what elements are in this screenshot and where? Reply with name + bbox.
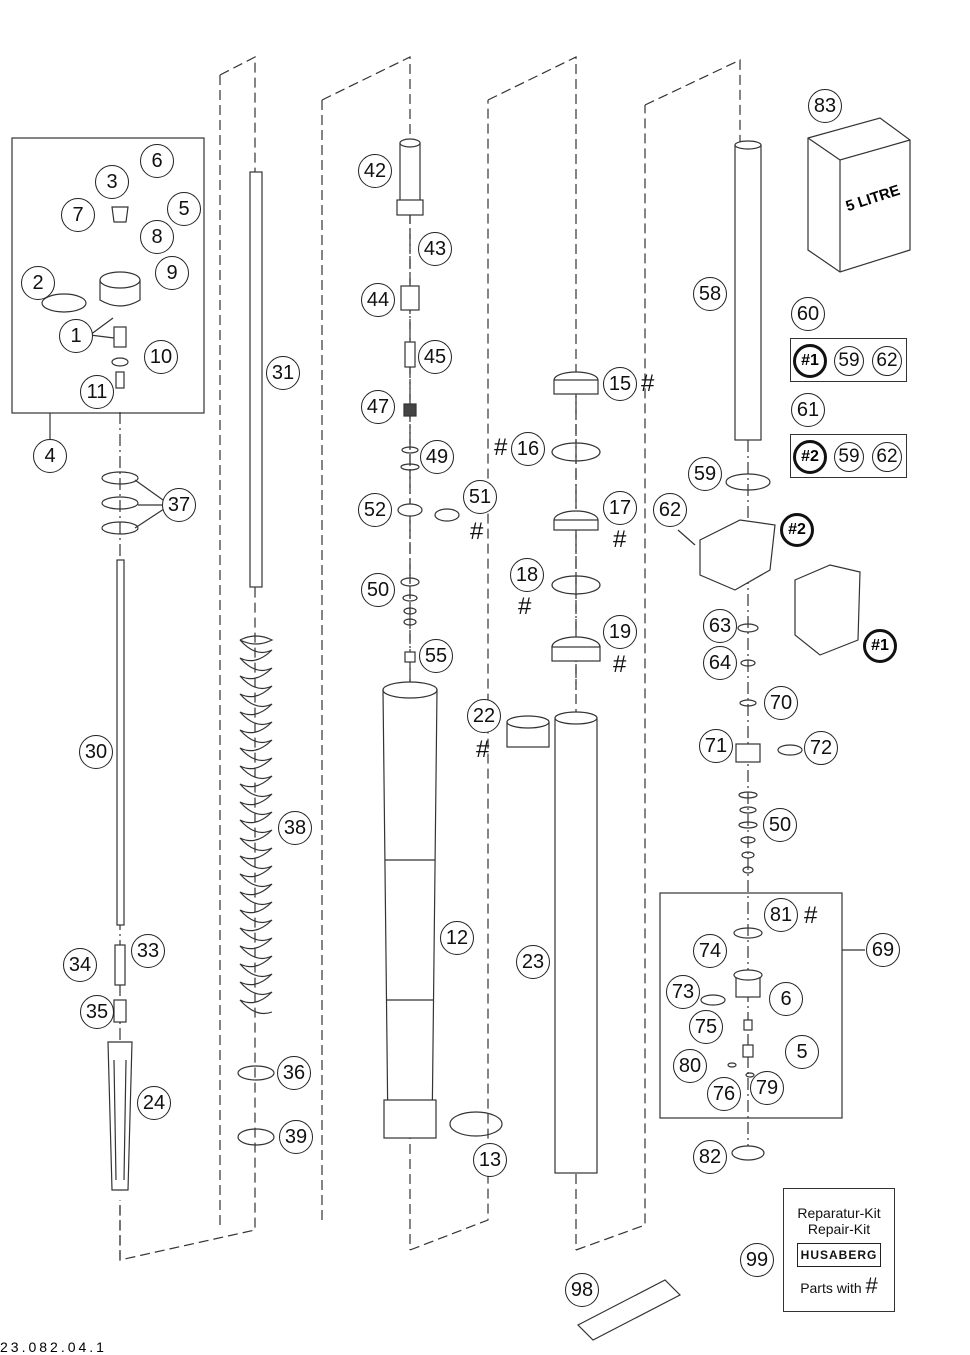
hash-17: # <box>613 526 627 553</box>
callout-83: 83 <box>808 89 842 123</box>
callout-23: 23 <box>516 945 550 979</box>
repair-kit-hash: # <box>865 1273 878 1298</box>
callout-33: 33 <box>131 934 165 968</box>
repair-kit-line2: Repair-Kit <box>807 1221 871 1237</box>
callout-76: 76 <box>707 1077 741 1111</box>
kit-61-part-59: 59 <box>834 442 864 472</box>
brand-logo: HUSABERG <box>797 1243 881 1267</box>
callout-22: 22 <box>467 699 501 733</box>
kit-61-variant: #2 <box>793 440 827 474</box>
callout-5: 5 <box>167 192 201 226</box>
callout-5: 5 <box>785 1035 819 1069</box>
kit-60-part-62: 62 <box>872 346 902 376</box>
callout-59: 59 <box>688 457 722 491</box>
callout-69: 69 <box>866 933 900 967</box>
callout-2: 2 <box>21 266 55 300</box>
callout-34: 34 <box>63 948 97 982</box>
callout-47: 47 <box>361 390 395 424</box>
spring-38 <box>239 635 274 1015</box>
callout-71: 71 <box>699 729 733 763</box>
hash-16: # <box>494 434 508 461</box>
callout-11: 11 <box>80 375 114 409</box>
hash-18: # <box>518 593 532 620</box>
callout-4: 4 <box>33 439 67 473</box>
hash-22: # <box>476 736 490 763</box>
callout-60: 60 <box>791 297 825 331</box>
kit-60-box: #1 59 62 <box>790 338 907 382</box>
repair-kit-line1: Reparatur-Kit <box>797 1205 881 1221</box>
callout-39: 39 <box>279 1120 313 1154</box>
variant-2-marker: #2 <box>780 513 814 547</box>
callout-50: 50 <box>361 573 395 607</box>
callout-15: 15 <box>603 367 637 401</box>
repair-kit-line3: Parts with # <box>800 1273 878 1298</box>
valve-assembly-box <box>659 892 843 1119</box>
callout-7: 7 <box>61 198 95 232</box>
kit-60-part-59: 59 <box>834 346 864 376</box>
callout-79: 79 <box>750 1071 784 1105</box>
callout-6: 6 <box>140 144 174 178</box>
variant-1-marker: #1 <box>863 629 897 663</box>
callout-10: 10 <box>144 340 178 374</box>
callout-63: 63 <box>703 609 737 643</box>
callout-81: 81 <box>764 898 798 932</box>
callout-64: 64 <box>703 646 737 680</box>
column-frame-1 <box>119 56 256 1261</box>
callout-18: 18 <box>510 558 544 592</box>
callout-98: 98 <box>565 1273 599 1307</box>
callout-12: 12 <box>440 921 474 955</box>
kit-60-variant: #1 <box>793 344 827 378</box>
callout-80: 80 <box>673 1049 707 1083</box>
callout-82: 82 <box>693 1140 727 1174</box>
callout-50: 50 <box>763 808 797 842</box>
callout-45: 45 <box>418 340 452 374</box>
callout-31: 31 <box>266 356 300 390</box>
hash-51: # <box>470 518 484 545</box>
callout-72: 72 <box>804 731 838 765</box>
cap-assembly-box <box>11 137 205 414</box>
callout-8: 8 <box>140 220 174 254</box>
diagram-code: 23.082.04.1 <box>0 1339 107 1355</box>
callout-44: 44 <box>361 283 395 317</box>
callout-99: 99 <box>740 1243 774 1277</box>
callout-30: 30 <box>79 735 113 769</box>
callout-43: 43 <box>418 232 452 266</box>
callout-52: 52 <box>358 493 392 527</box>
callout-70: 70 <box>764 686 798 720</box>
column-frame-2 <box>219 56 411 1250</box>
callout-13: 13 <box>473 1143 507 1177</box>
callout-19: 19 <box>603 615 637 649</box>
callout-38: 38 <box>278 811 312 845</box>
callout-24: 24 <box>137 1086 171 1120</box>
column-frame-4 <box>575 59 741 1251</box>
callout-73: 73 <box>666 975 700 1009</box>
callout-51: 51 <box>463 480 497 514</box>
kit-61-part-62: 62 <box>872 442 902 472</box>
callout-16: 16 <box>511 432 545 466</box>
callout-9: 9 <box>155 256 189 290</box>
callout-58: 58 <box>693 277 727 311</box>
repair-kit-box: Reparatur-Kit Repair-Kit HUSABERG Parts … <box>783 1188 895 1312</box>
callout-35: 35 <box>80 995 114 1029</box>
callout-49: 49 <box>420 440 454 474</box>
callout-36: 36 <box>277 1056 311 1090</box>
callout-1: 1 <box>59 319 93 353</box>
callout-61: 61 <box>791 393 825 427</box>
callout-37: 37 <box>162 488 196 522</box>
callout-55: 55 <box>419 639 453 673</box>
callout-42: 42 <box>358 154 392 188</box>
hash-81: # <box>804 902 818 929</box>
callout-17: 17 <box>603 491 637 525</box>
hash-15: # <box>641 370 655 397</box>
callout-6: 6 <box>769 982 803 1016</box>
callout-3: 3 <box>95 165 129 199</box>
callout-62: 62 <box>653 493 687 527</box>
callout-75: 75 <box>689 1010 723 1044</box>
kit-61-box: #2 59 62 <box>790 434 907 478</box>
callout-74: 74 <box>693 934 727 968</box>
hash-19: # <box>613 651 627 678</box>
